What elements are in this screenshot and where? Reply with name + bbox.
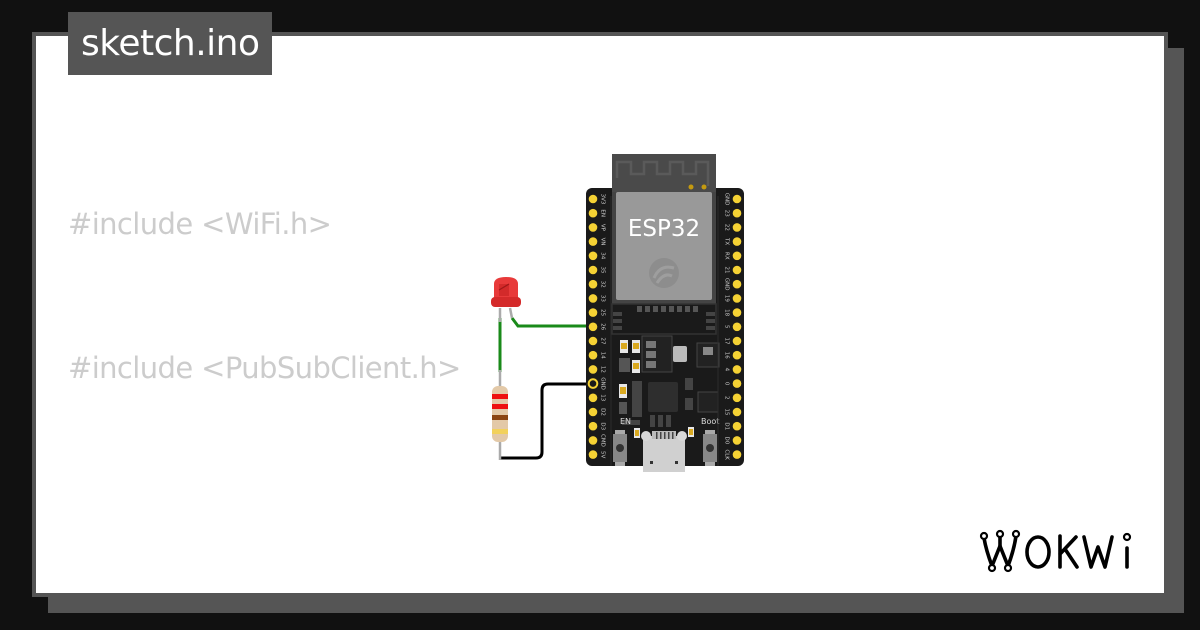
pin-right-gnd[interactable] bbox=[732, 279, 742, 289]
boot-button[interactable] bbox=[703, 430, 717, 466]
pin-right-19[interactable] bbox=[732, 294, 742, 303]
usb-port[interactable] bbox=[641, 431, 687, 472]
pin-right-23[interactable] bbox=[732, 208, 742, 218]
boot-label: Boot bbox=[701, 417, 719, 426]
pin-label: 14 bbox=[600, 352, 606, 359]
pin-left-5v[interactable] bbox=[588, 450, 598, 459]
pin-label: GND bbox=[724, 278, 730, 291]
pin-label: 17 bbox=[724, 338, 730, 345]
wokwi-logo: WOKWI bbox=[979, 529, 1132, 573]
pin-right-16[interactable] bbox=[732, 350, 742, 360]
pin-label: 2 bbox=[724, 396, 730, 400]
pin-label: CMD bbox=[600, 434, 606, 447]
pin-label: 23 bbox=[724, 210, 730, 217]
wire-resistor-to-gnd[interactable] bbox=[500, 382, 594, 460]
pin-right-d0[interactable] bbox=[732, 436, 742, 445]
pin-label: 12 bbox=[600, 366, 606, 373]
pin-left-35[interactable] bbox=[588, 265, 598, 275]
pin-label: GND bbox=[600, 377, 606, 390]
pin-label: 0 bbox=[724, 382, 730, 386]
pin-label: RX bbox=[724, 252, 730, 260]
pin-label: 25 bbox=[600, 309, 606, 316]
pin-label: CLK bbox=[724, 449, 730, 460]
pin-left-32[interactable] bbox=[588, 279, 598, 289]
pin-right-2[interactable] bbox=[732, 393, 742, 403]
pin-label: 16 bbox=[724, 352, 730, 359]
pin-left-vp[interactable] bbox=[588, 223, 598, 232]
pin-right-22[interactable] bbox=[732, 223, 742, 232]
pin-label: TX bbox=[724, 237, 730, 245]
pin-label: 33 bbox=[600, 295, 606, 302]
pin-left-14[interactable] bbox=[588, 350, 598, 360]
wires bbox=[498, 317, 594, 460]
pin-left-26[interactable] bbox=[588, 322, 598, 332]
pin-right-4[interactable] bbox=[732, 365, 742, 374]
pin-label: D0 bbox=[724, 437, 730, 445]
pin-left-gnd[interactable] bbox=[587, 378, 599, 389]
pin-left-en[interactable] bbox=[588, 208, 598, 218]
resistor[interactable] bbox=[492, 370, 508, 460]
pin-left-33[interactable] bbox=[588, 294, 598, 303]
code-view: #include <WiFi.h> #include <PubSubClient… bbox=[68, 104, 1164, 593]
pin-left-12[interactable] bbox=[588, 365, 598, 374]
pin-label: D3 bbox=[600, 422, 606, 430]
pin-left-d2[interactable] bbox=[588, 407, 598, 417]
pin-label: 35 bbox=[600, 267, 606, 274]
led[interactable] bbox=[491, 277, 521, 322]
pin-left-13[interactable] bbox=[588, 393, 598, 403]
pin-label: 5 bbox=[724, 325, 730, 329]
pin-label: 3V3 bbox=[600, 194, 606, 205]
pin-label: 26 bbox=[600, 323, 606, 330]
espressif-logo-icon bbox=[649, 258, 679, 288]
en-button[interactable] bbox=[613, 430, 627, 466]
pin-left-cmd[interactable] bbox=[588, 436, 598, 445]
pin-label: 27 bbox=[600, 338, 606, 345]
pin-label: EN bbox=[600, 209, 606, 217]
pin-left-vn[interactable] bbox=[588, 237, 598, 246]
pin-label: D2 bbox=[600, 408, 606, 416]
file-tab[interactable]: sketch.ino bbox=[68, 12, 273, 75]
pin-left-25[interactable] bbox=[588, 308, 598, 317]
code-line: #include <PubSubClient.h> bbox=[68, 351, 461, 385]
pin-label: 19 bbox=[724, 295, 730, 302]
pin-right-tx[interactable] bbox=[732, 237, 742, 246]
en-label: EN bbox=[620, 417, 631, 426]
board-name: ESP32 bbox=[628, 216, 700, 242]
pin-label: 18 bbox=[724, 309, 730, 316]
pin-label: VP bbox=[600, 224, 606, 232]
pin-label: 32 bbox=[600, 281, 606, 288]
pin-label: 5V bbox=[600, 451, 606, 458]
pin-label: GND bbox=[724, 193, 730, 206]
pin-left-34[interactable] bbox=[588, 251, 598, 261]
code-line: #include <WiFi.h> bbox=[68, 207, 332, 241]
pin-right-21[interactable] bbox=[732, 265, 742, 275]
pin-right-d1[interactable] bbox=[732, 421, 742, 431]
pin-right-rx[interactable] bbox=[732, 251, 742, 261]
pin-left-27[interactable] bbox=[588, 336, 598, 346]
pin-right-18[interactable] bbox=[732, 308, 742, 317]
pin-label: 34 bbox=[600, 252, 606, 259]
pin-right-5[interactable] bbox=[732, 322, 742, 332]
pin-label: D1 bbox=[724, 422, 730, 430]
pin-right-17[interactable] bbox=[732, 336, 742, 346]
pin-label: 22 bbox=[724, 224, 730, 231]
pin-label: VN bbox=[600, 238, 606, 246]
pin-left-3v3[interactable] bbox=[588, 194, 598, 204]
pin-right-clk[interactable] bbox=[732, 450, 742, 459]
pin-label: 4 bbox=[724, 368, 730, 372]
pin-right-gnd[interactable] bbox=[732, 194, 742, 204]
pin-right-15[interactable] bbox=[732, 407, 742, 417]
pin-label: 21 bbox=[724, 267, 730, 274]
pin-left-d3[interactable] bbox=[588, 421, 598, 431]
esp32-board[interactable]: ESP32 bbox=[586, 154, 744, 472]
wire-led-to-pin26[interactable] bbox=[510, 317, 594, 328]
pin-label: 13 bbox=[600, 394, 606, 401]
pin-label: 15 bbox=[724, 409, 730, 416]
pin-right-0[interactable] bbox=[732, 379, 742, 388]
